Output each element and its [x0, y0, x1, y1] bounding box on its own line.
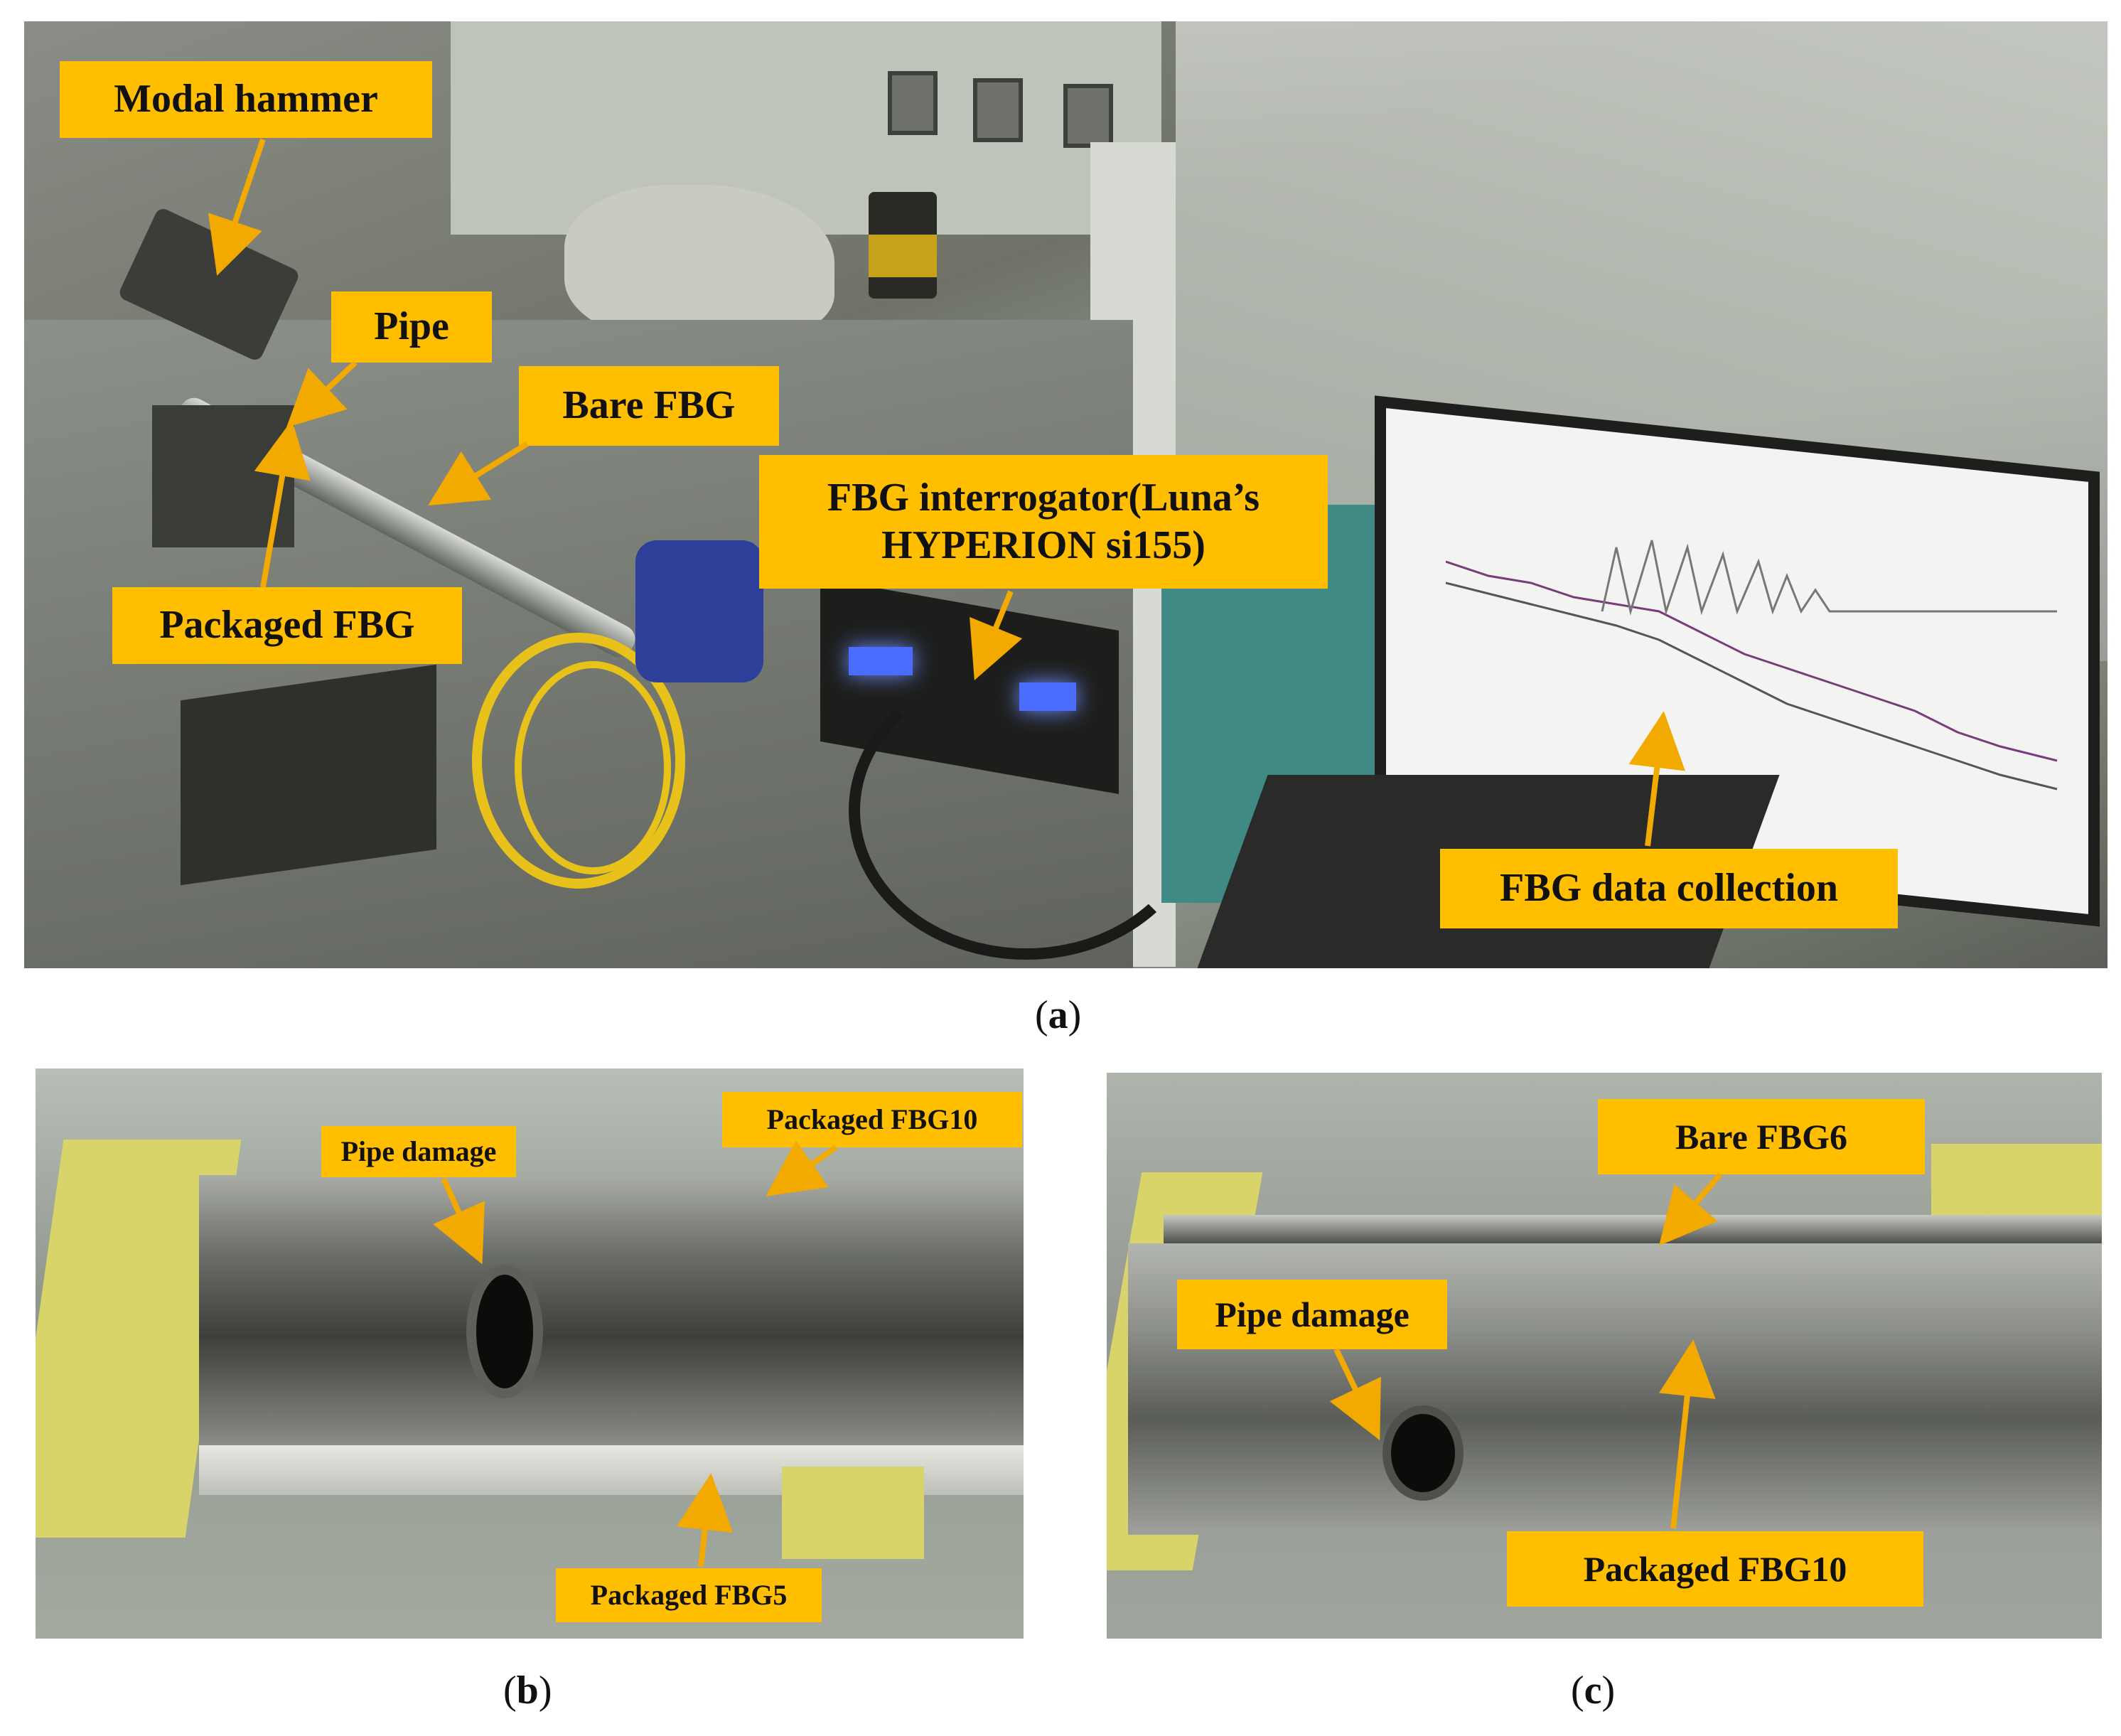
fiber-coil	[515, 661, 671, 874]
wall	[451, 21, 1161, 235]
damage-hole	[476, 1275, 533, 1388]
foam-block	[152, 405, 294, 547]
spectrum-trace-gray	[1446, 582, 2058, 791]
bare-fbg-fiber	[1164, 1215, 2102, 1243]
callout-packaged-fbg5-b: Packaged FBG5	[556, 1568, 822, 1622]
tape-right-bottom	[782, 1467, 924, 1559]
callout-pipe: Pipe	[331, 291, 492, 363]
callout-bare-fbg6-c: Bare FBG6	[1598, 1099, 1925, 1174]
callout-bare-fbg: Bare FBG	[519, 366, 779, 446]
foam-block	[181, 664, 436, 886]
photo-lab-setup	[24, 21, 2107, 968]
spectrum-trace-purple	[1446, 560, 2058, 762]
callout-fbg-data-collection: FBG data collection	[1440, 849, 1898, 928]
photo-pipe-damage-b	[36, 1068, 1024, 1639]
cloth-pile	[564, 185, 834, 341]
blue-vise	[635, 540, 763, 682]
caption-letter-b: b	[516, 1668, 539, 1713]
callout-pipe-damage-c: Pipe damage	[1177, 1280, 1447, 1349]
black-cable	[849, 661, 1204, 960]
wall-socket	[1063, 84, 1113, 148]
callout-packaged-fbg: Packaged FBG	[112, 587, 462, 664]
tape-right-top	[1931, 1144, 2102, 1222]
device-led	[849, 647, 913, 675]
damage-hole	[1391, 1414, 1455, 1492]
callout-packaged-fbg10-c: Packaged FBG10	[1507, 1531, 1923, 1607]
callout-pipe-damage-b: Pipe damage	[321, 1126, 516, 1177]
caption-letter-a: a	[1048, 993, 1068, 1037]
spectrum-peaks	[1601, 540, 2057, 616]
callout-packaged-fbg10-b: Packaged FBG10	[722, 1092, 1022, 1147]
spectrum-plot	[1446, 540, 2058, 791]
caption-b: (b)	[503, 1668, 552, 1713]
epoxy-can-label	[869, 235, 937, 277]
wall-socket	[973, 78, 1023, 142]
callout-fbg-interrogator: FBG interrogator(Luna’s HYPERION si155)	[759, 455, 1328, 589]
caption-c: (c)	[1571, 1668, 1616, 1713]
caption-a: (a)	[1035, 993, 1082, 1037]
wall-socket	[888, 71, 938, 135]
caption-letter-c: c	[1584, 1668, 1602, 1713]
pipe-body	[199, 1175, 1024, 1445]
callout-modal-hammer: Modal hammer	[60, 61, 432, 138]
